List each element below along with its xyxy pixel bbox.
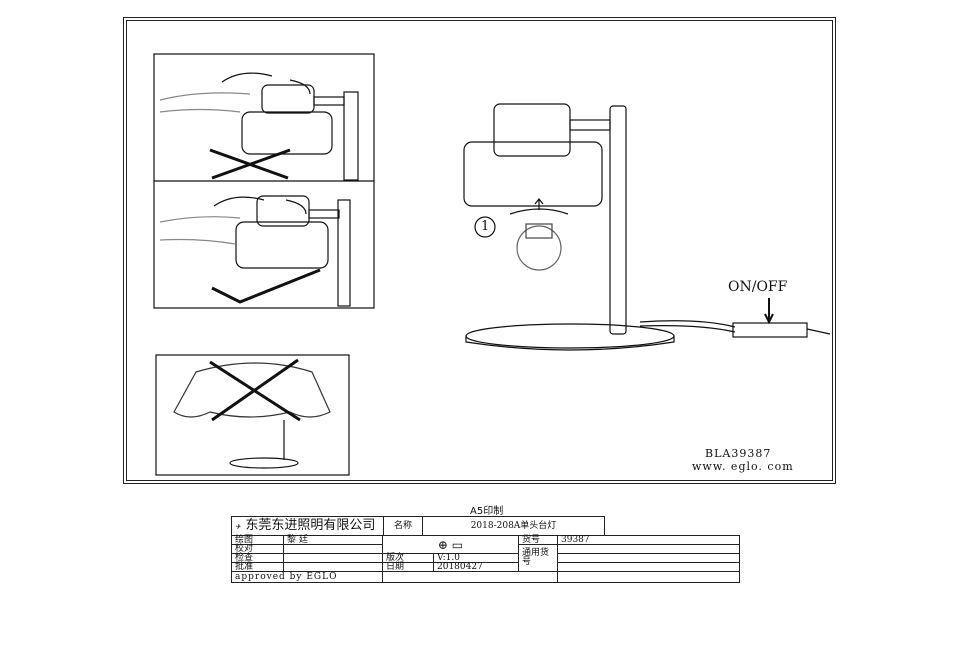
date-value: 20180427 (433, 562, 519, 572)
name-value: 2018-208A单头台灯 (422, 516, 605, 536)
company-logo: ✈ (235, 523, 241, 531)
drawn-value: 黎 廷 (283, 535, 383, 545)
approved-by: approved by EGLO (231, 571, 383, 583)
item-no-label: 货号 (518, 535, 558, 545)
cross-mark (209, 358, 301, 422)
company-name: 东莞东进照明有限公司 (245, 518, 376, 533)
lamp-shade-correct (159, 195, 351, 307)
lamp-shade-wrong (159, 72, 359, 181)
cross-mark (209, 148, 291, 180)
model-number: BLA39387 (705, 447, 772, 460)
step-number-badge (474, 216, 496, 238)
name-label: 名称 (383, 516, 423, 536)
website: www. eglo. com (692, 460, 794, 473)
step-number: 1 (481, 219, 490, 234)
approved-label: 批准 (231, 562, 284, 572)
main-lamp (463, 103, 831, 351)
panel-do-not-cover (155, 354, 350, 476)
print-note: A5印制 (470, 506, 504, 517)
title-block: ✈ 东莞东进照明有限公司 名称 2018-208A单头台灯 (231, 516, 605, 536)
drawing-frame (123, 17, 836, 484)
date-label: 日期 (382, 562, 434, 572)
check-mark (211, 268, 321, 304)
lamp-illustrations (153, 53, 831, 476)
projection-symbol: ⊕ ▭ (382, 535, 519, 554)
arrow-down-icon (764, 298, 774, 325)
switch-label: ON/OFF (728, 279, 788, 295)
company-cell: ✈ 东莞东进照明有限公司 (231, 516, 384, 536)
title-block-details: 绘图 黎 廷 ⊕ ▭ 货号 39387 校对 通用货号 检查 版次 V:1.0 … (231, 535, 740, 583)
general-item-label: 通用货号 (518, 544, 558, 572)
item-no-value: 39387 (557, 535, 740, 545)
